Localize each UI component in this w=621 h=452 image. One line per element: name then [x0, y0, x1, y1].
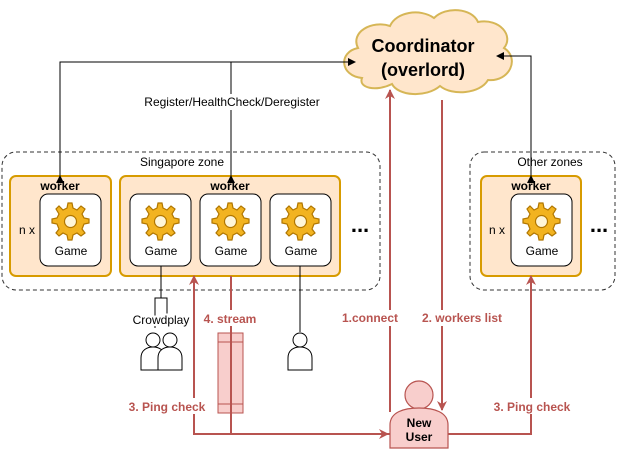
ellipsis-singapore: ...: [351, 212, 369, 237]
multiplier-label-1: n x: [19, 223, 35, 237]
other-zones-label: Other zones: [517, 155, 582, 169]
game-label: Game: [285, 244, 318, 258]
step-ping-check-left-label: 3. Ping check: [129, 400, 206, 414]
game-label: Game: [145, 244, 178, 258]
worker-label-3: worker: [510, 179, 551, 193]
gear-icon: [141, 202, 180, 241]
ellipsis-other: ...: [590, 212, 608, 237]
crowdplay-label: Crowdplay: [133, 313, 190, 327]
worker-label-1: worker: [39, 179, 80, 193]
other-zones: [469, 151, 616, 291]
worker-label-2: worker: [209, 179, 250, 193]
gear-icon: [211, 202, 250, 241]
game-label: Game: [215, 244, 248, 258]
gear-icon: [281, 202, 320, 241]
new-user-label-line2: User: [406, 430, 433, 444]
crowdplay-connector: [154, 266, 168, 328]
step-workers-list-label: 2. workers list: [422, 311, 502, 325]
step-connect-label: 1.connect: [342, 311, 398, 325]
ping-check-right-arrow: [448, 275, 536, 435]
step-stream-label: 4. stream: [204, 312, 257, 326]
step-ping-check-right-label: 3. Ping check: [494, 400, 571, 414]
register-label: Register/HealthCheck/Deregister: [144, 95, 319, 109]
coordinator-cloud[interactable]: [343, 9, 513, 95]
game-label: Game: [526, 244, 559, 258]
register-connector: [496, 52, 535, 183]
new-user-label-line1: New: [407, 416, 432, 430]
gear-icon: [522, 202, 561, 241]
user-icon: [287, 332, 313, 371]
coordinator-title: Coordinator: [372, 36, 475, 56]
user-icon: [157, 332, 183, 371]
coordinator-subtitle: (overlord): [381, 60, 465, 80]
register-connector: [56, 58, 356, 183]
multiplier-label-3: n x: [489, 223, 505, 237]
gear-icon: [51, 202, 90, 241]
stream-arrow: [230, 276, 389, 439]
singapore-zone-label: Singapore zone: [140, 155, 224, 169]
new-user-icon[interactable]: [389, 380, 449, 449]
game-label: Game: [55, 244, 88, 258]
